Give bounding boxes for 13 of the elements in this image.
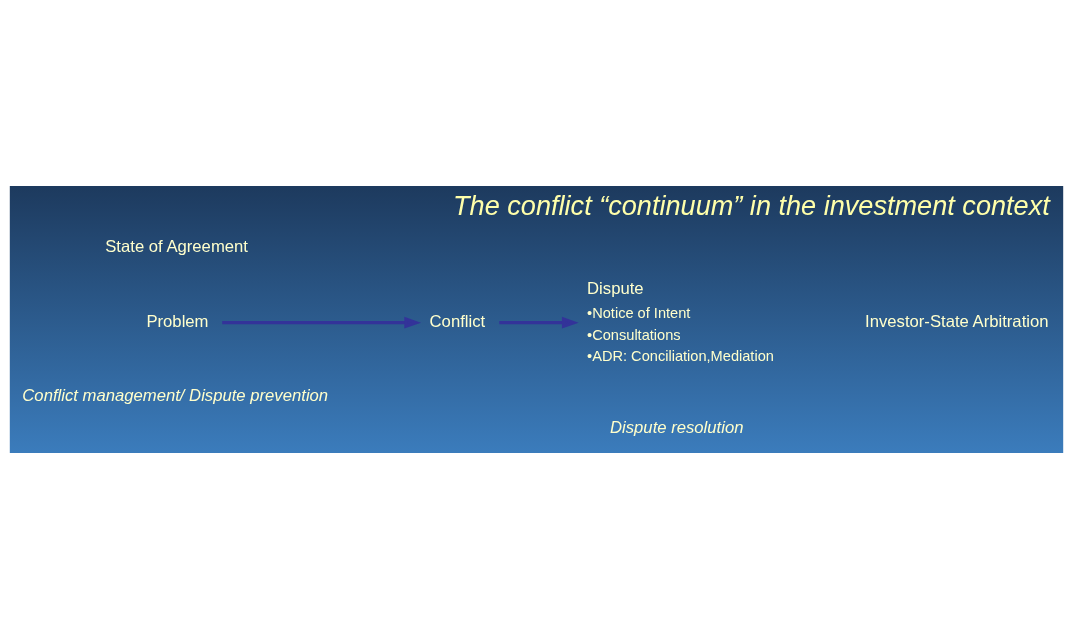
arrow <box>222 316 422 328</box>
node-label: •Consultations <box>587 326 681 343</box>
label: Dispute resolution <box>610 417 744 437</box>
node-text: Problem <box>146 311 209 331</box>
diagram-title: The conflict “continuum” in the investment context <box>453 189 1050 221</box>
node-text: Dispute <box>587 278 644 298</box>
node-text: Conflict <box>429 311 486 331</box>
arrow <box>499 316 579 328</box>
label: State of Agreement <box>105 236 248 255</box>
node-label: •Notice of Intent <box>587 304 691 321</box>
label: Investor-State Arbitration <box>865 311 1049 331</box>
label: Conflict management/ Dispute prevention <box>22 385 329 405</box>
node-label: •ADR: Conciliation,Mediation <box>587 347 774 364</box>
